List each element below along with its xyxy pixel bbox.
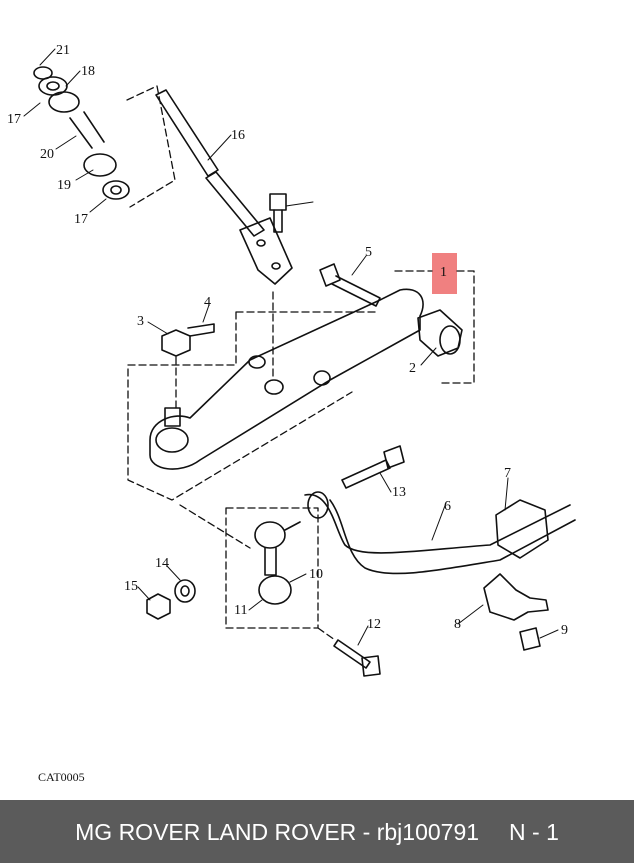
callout-9: 9 [561, 623, 568, 638]
catalog-code: CAT0005 [38, 770, 85, 784]
callout-2: 2 [409, 361, 416, 376]
callout-20: 21 [56, 43, 70, 58]
callout-14: 14 [155, 556, 169, 571]
footer-page: N - 1 [509, 819, 559, 845]
callout-18-bottom: 19 [57, 178, 71, 193]
washer-nut-14-15 [146, 579, 196, 620]
callout-7: 7 [504, 466, 511, 481]
leader-lines [23, 48, 559, 646]
callout-19: 20 [40, 147, 54, 162]
anti-roll-bar [304, 491, 576, 575]
callout-17-bottom: 17 [74, 212, 88, 227]
group-outline-bolt-leader [317, 627, 336, 641]
group-outline-arm [127, 311, 376, 501]
callout-8: 8 [454, 617, 461, 632]
callout-12: 12 [367, 617, 381, 632]
callout-labels: 21 18 17 20 19 17 16 5 1 4 3 2 7 6 13 10… [7, 43, 568, 638]
bolt-5 [319, 263, 381, 307]
bolt-13 [341, 445, 405, 489]
alignment-dashes [175, 291, 274, 411]
callout-1: 1 [440, 265, 447, 280]
bush-7 [495, 499, 549, 559]
callout-17-top: 17 [7, 112, 21, 127]
footer-bar: MG ROVER LAND ROVER - rbj100791 N - 1 [0, 800, 634, 863]
tie-rod [155, 89, 293, 285]
callout-15: 15 [124, 579, 138, 594]
callout-4: 4 [204, 295, 211, 310]
callout-3: 3 [137, 314, 144, 329]
footer-title: MG ROVER LAND ROVER - rbj100791 [75, 819, 480, 845]
callout-5: 5 [365, 245, 372, 260]
bush-stack [33, 66, 130, 200]
bolt-9 [519, 627, 541, 651]
callout-6: 6 [444, 499, 451, 514]
callout-10: 10 [309, 567, 323, 582]
castle-nut-and-pin [161, 323, 215, 357]
drop-link [254, 521, 301, 605]
bolt-12 [333, 639, 381, 677]
group-outline-link-leader [179, 504, 251, 549]
exploded-parts-diagram: 21 18 17 20 19 17 16 5 1 4 3 2 7 6 13 10… [7, 43, 576, 677]
bolt-21 [269, 193, 287, 233]
group-outline-rod-bushes [126, 85, 176, 208]
group-outline-bush [394, 270, 475, 384]
lower-arm [149, 288, 424, 470]
bush-2 [417, 309, 463, 357]
clamp-8 [483, 573, 549, 621]
highlighted-part-marker [432, 253, 457, 294]
callout-18-top: 18 [81, 64, 95, 79]
callout-16: 16 [231, 128, 245, 143]
callout-11: 11 [234, 603, 247, 618]
callout-13: 13 [392, 485, 406, 500]
